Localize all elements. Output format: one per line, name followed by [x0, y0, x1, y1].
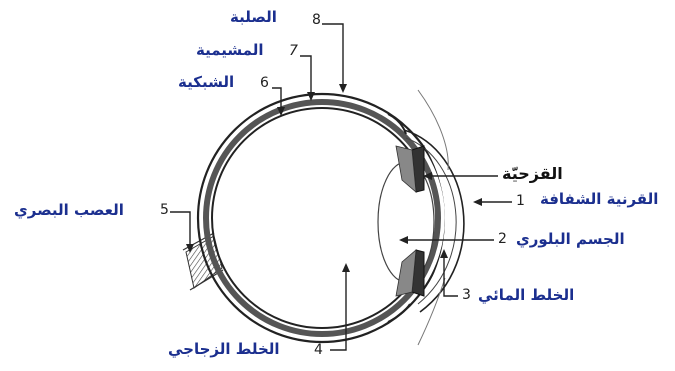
label-choroid: المشيمية	[196, 43, 264, 58]
label-optic-nerve: العصب البصري	[14, 203, 124, 218]
label-iris: القزحيّة	[502, 166, 563, 182]
label-lens: الجسم البلوري	[516, 232, 625, 247]
label-7-number: 7	[289, 44, 298, 58]
label-retina: الشبكية	[178, 75, 234, 90]
label-sclera: الصلبة	[230, 10, 277, 25]
label-2-number: 2	[498, 232, 507, 246]
label-vitreous: الخلط الزجاجي	[168, 342, 280, 357]
label-aqueous: الخلط المائي	[478, 288, 574, 303]
label-3-number: 3	[462, 288, 471, 302]
label-5-number: 5	[160, 203, 169, 217]
label-8-number: 8	[312, 13, 321, 27]
label-1-number: 1	[516, 194, 525, 208]
label-4-number: 4	[314, 343, 323, 357]
label-6-number: 6	[260, 76, 269, 90]
label-cornea: القرنية الشفافة	[540, 192, 658, 207]
